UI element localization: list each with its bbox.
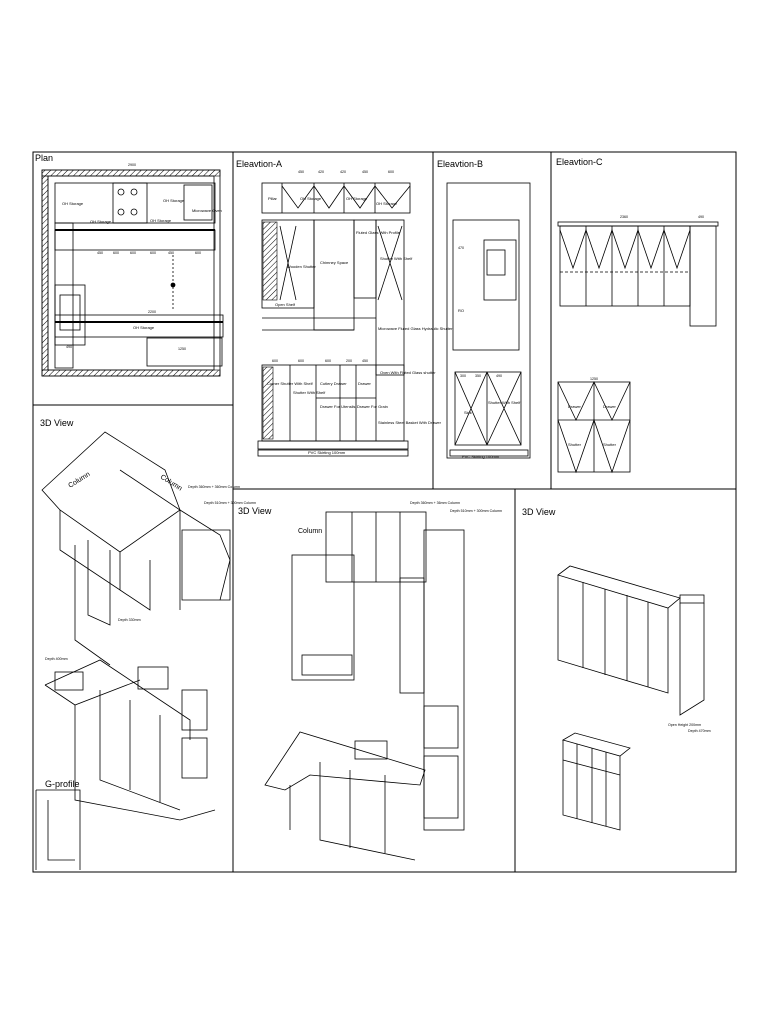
plan-row-dim-2: 600 xyxy=(113,251,119,255)
elev-a-wooden: Wooden Shutter xyxy=(287,264,317,269)
elev-a-hydraulic: Microwave Fluted Glass Hydraulic Shutter xyxy=(378,326,453,331)
plan-row-dim-3: 600 xyxy=(130,251,136,255)
plan-dim-top: 2900 xyxy=(128,163,136,167)
elev-c-shutter-1: Shutter xyxy=(568,442,582,447)
elev-a-top-dim-4: 450 xyxy=(362,170,368,174)
plan-row-dim-1: 450 xyxy=(97,251,103,255)
elev-b-dim-3: 350 xyxy=(475,374,481,378)
elev-c-dim-right: 490 xyxy=(698,215,704,219)
elev-a-oven: Oven With Fluted Glass shutter xyxy=(380,370,436,375)
plan-row-dim-5: 450 xyxy=(168,251,174,255)
plan-title: Plan xyxy=(35,153,53,163)
3d-view-2-panel: 3D View Column Depth 360mm + 36mm Column… xyxy=(238,501,502,861)
3d-view-1-depth-1: Depth 360mm + 360mm Column xyxy=(188,485,240,489)
plan-label-oh1: OH Storage xyxy=(62,201,84,206)
elevation-b-title: Eleavtion-B xyxy=(437,159,483,169)
plan-row-dim-4: 600 xyxy=(150,251,156,255)
elev-a-drawer: Drawer xyxy=(358,381,372,386)
elev-a-top-dim-1: 450 xyxy=(298,170,304,174)
elev-a-fluted: Fluted Glass With Profile xyxy=(356,230,401,235)
elev-a-skirting: PVC Skirting 100mm xyxy=(308,450,346,455)
elev-b-dim-4: 490 xyxy=(496,374,502,378)
3d-view-1-title: 3D View xyxy=(40,418,74,428)
3d-view-1-depth-4: Depth 400mm xyxy=(45,657,68,661)
elev-c-dim-top: 2360 xyxy=(620,215,628,219)
elev-b-ro: RO xyxy=(458,308,464,313)
elev-b-dim-2: 300 xyxy=(460,374,466,378)
plan-row-dim-6: 600 xyxy=(195,251,201,255)
3d-view-1-panel: 3D View Column Column Depth 360mm + 360m… xyxy=(35,418,256,870)
elevation-c-title: Eleavtion-C xyxy=(556,157,603,167)
elev-a-cutlery: Cutlery Drawer xyxy=(320,381,347,386)
3d-view-1-column-2: Column xyxy=(159,474,183,493)
elev-a-shutter-shelf: Shutter With Shelf xyxy=(380,256,413,261)
elev-b-skirting: PVC Skirting 100mm xyxy=(462,454,500,459)
elev-a-grain: Drawer For Grain xyxy=(357,404,388,409)
elev-a-oh3: OH Storage xyxy=(376,201,398,206)
3d-view-1-depth-3: Depth 330mm xyxy=(118,618,141,622)
elev-a-bottom-dim-1: 600 xyxy=(272,359,278,363)
3d-view-3-title: 3D View xyxy=(522,507,556,517)
elev-c-shutter-2: Shutter xyxy=(603,442,617,447)
3d-view-2-depth-2: Depth 510mm + 300mm Column xyxy=(450,509,502,513)
3d-view-2-title: 3D View xyxy=(238,506,272,516)
plan-dim-center: 2200 xyxy=(148,310,156,314)
elev-a-pillar: Pillar xyxy=(268,196,278,201)
3d-view-3-open-height: Open Height 200mm xyxy=(668,723,701,727)
elev-a-bottom-dim-2: 600 xyxy=(298,359,304,363)
3d-view-2-depth-1: Depth 360mm + 36mm Column xyxy=(410,501,460,505)
elev-c-dim-counter: 1250 xyxy=(590,377,598,381)
3d-view-1-column-1: Column xyxy=(67,471,91,490)
3d-view-3-panel: 3D View Open Height 200mm Depth 470mm xyxy=(522,507,711,831)
elev-a-utensil: Drawer For Utensils xyxy=(320,404,355,409)
elev-a-steel: Stainless Steel Basket With Drawer xyxy=(378,420,442,425)
g-profile-label: G-profile xyxy=(45,779,80,789)
elev-c-drawer-2: Drawer xyxy=(603,404,617,409)
elev-a-open-shelf: Open Shelf xyxy=(275,302,296,307)
elev-a-oh1: OH Storage xyxy=(300,196,322,201)
elev-a-oh2: OH Storage xyxy=(346,196,368,201)
elev-a-bottom-dim-5: 450 xyxy=(362,359,368,363)
elev-a-corner: Corner Shutter With Shelf xyxy=(267,381,313,386)
elev-a-top-dim-2: 420 xyxy=(318,170,324,174)
sheet-frame xyxy=(32,151,737,873)
3d-view-3-depth: Depth 470mm xyxy=(688,729,711,733)
plan-label-microwave: Microwave Oven xyxy=(192,208,222,213)
plan-dim-counter: 1250 xyxy=(178,347,186,351)
plan-panel: Plan 2900 450 600 600 600 450 xyxy=(35,153,224,377)
elev-b-shutter: Shutter With Shelf xyxy=(488,400,521,405)
plan-label-oh2: OH Storage xyxy=(90,219,112,224)
plan-label-oh3: OH Storage xyxy=(163,198,185,203)
elev-a-top-dim-3: 420 xyxy=(340,170,346,174)
plan-label-oh4: OH Storage xyxy=(150,218,172,223)
elev-a-bottom-dim-3: 600 xyxy=(325,359,331,363)
elev-a-top-dim-5: 600 xyxy=(388,170,394,174)
elev-a-chimney: Chimney Space xyxy=(320,260,349,265)
plan-label-oh5: OH Storage xyxy=(133,325,155,330)
elev-c-drawer-1: Drawer xyxy=(568,404,582,409)
elevation-c-panel: Eleavtion-C 2360 490 1250 Drawer Drawer … xyxy=(556,157,719,474)
elev-b-dim-1: 470 xyxy=(458,246,464,250)
elev-a-bottom-dim-4: 200 xyxy=(346,359,352,363)
3d-view-2-column: Column xyxy=(298,528,322,535)
elev-a-shutter-with-shelf: Shutter With Shelf xyxy=(293,390,326,395)
elevation-a-panel: Eleavtion-A 450 42 xyxy=(236,159,453,457)
elevation-a-title: Eleavtion-A xyxy=(236,159,282,169)
elevation-b-panel: Eleavtion-B RO Sink Shutter With Shelf P… xyxy=(437,159,531,459)
3d-view-1-depth-2: Depth 510mm + 300mm Column xyxy=(204,501,256,505)
plan-dim-left: 490 xyxy=(66,345,72,349)
elev-b-sink: Sink xyxy=(464,410,472,415)
